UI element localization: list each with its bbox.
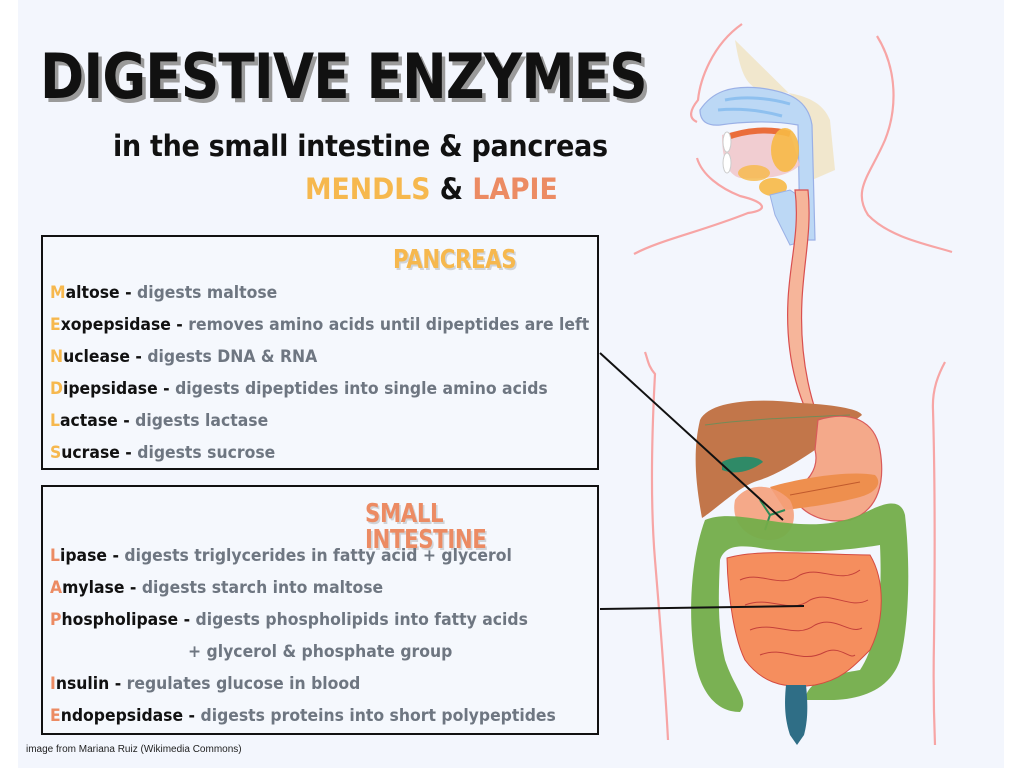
list-item: Sucrase - digests sucrose <box>50 443 276 463</box>
mnemonic-small-intestine: LAPIE <box>472 172 558 206</box>
pancreas-heading: PANCREAS <box>393 245 517 275</box>
mnemonic-pancreas: MENDLS <box>305 172 431 206</box>
list-item: Insulin - regulates glucose in blood <box>50 674 361 694</box>
list-item: Nuclease - digests DNA & RNA <box>50 347 318 367</box>
list-item: Amylase - digests starch into maltose <box>50 578 384 598</box>
list-item: Maltose - digests maltose <box>50 283 278 303</box>
small-intestine-heading: SMALL INTESTINE <box>365 499 487 555</box>
image-credit: image from Mariana Ruiz (Wikimedia Commo… <box>26 744 242 755</box>
page-title: DIGESTIVE ENZYMES <box>40 40 648 113</box>
page-subtitle: in the small intestine & pancreas <box>113 129 608 163</box>
mnemonic: MENDLS & LAPIE <box>305 172 558 206</box>
mnemonic-ampersand: & <box>430 172 473 206</box>
small-intestine-panel: SMALL INTESTINE Lipase - digests triglyc… <box>41 485 599 735</box>
list-item: Lactase - digests lactase <box>50 411 269 431</box>
list-item: Dipepsidase - digests dipeptides into si… <box>50 379 548 399</box>
list-item: Phospholipase - digests phospholipids in… <box>50 610 528 630</box>
pancreas-panel: PANCREAS Maltose - digests maltose Exope… <box>41 235 599 470</box>
pancreas-enzyme-list: Maltose - digests maltose Exopepsidase -… <box>50 277 593 469</box>
list-item: Lipase - digests triglycerides in fatty … <box>50 546 512 566</box>
list-item: Endopepsidase - digests proteins into sh… <box>50 706 556 726</box>
list-item-continuation: + glycerol & phosphate group <box>188 642 453 662</box>
list-item: Exopepsidase - removes amino acids until… <box>50 315 590 335</box>
small-intestine-enzyme-list: Lipase - digests triglycerides in fatty … <box>50 540 593 732</box>
